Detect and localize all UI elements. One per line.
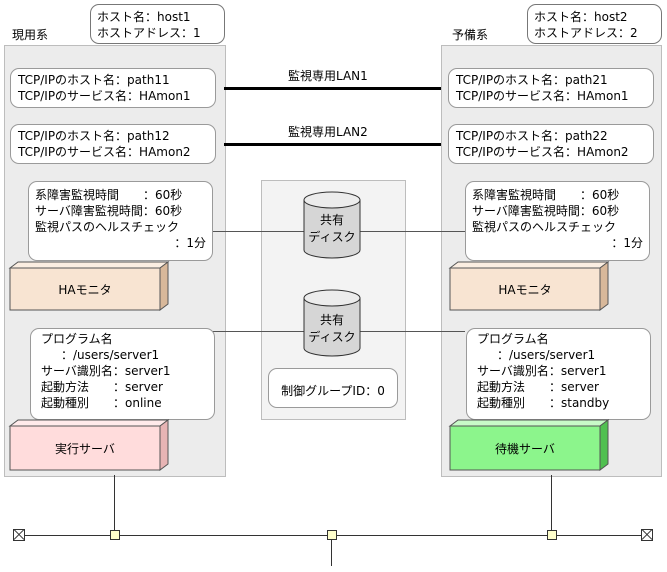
standby-hamonitor-label: HAモニタ — [498, 283, 552, 297]
start-method: 起動方法 ：server — [477, 380, 599, 394]
primary-hamonitor-label: HAモニタ — [58, 283, 112, 297]
standby-server-label: 待機サーバ — [495, 442, 555, 456]
shared-disk-2-label-1: 共有 — [319, 313, 344, 327]
server-id: サーバ識別名：server1 — [477, 364, 607, 378]
start-method: 起動方法 ：server — [41, 380, 163, 394]
standby-drop-line — [551, 475, 552, 530]
tcp-host: TCP/IPのホスト名：path21 — [456, 73, 608, 87]
host-name: ホスト名：host1 — [97, 10, 191, 24]
control-group-id: 制御グループID：0 — [281, 384, 385, 398]
primary-drop-line — [114, 475, 115, 530]
standby-host-card: ホスト名：host2 ホストアドレス：2 — [527, 4, 662, 44]
center-drop-line — [331, 540, 332, 566]
primary-program-card: プログラム名 ：/users/server1 サーバ識別名：server1 起動… — [30, 328, 215, 420]
primary-system-label: 現用系 — [12, 28, 49, 42]
start-type: 起動種別 ：online — [41, 396, 162, 410]
tcp-service: TCP/IPのサービス名：HAmon1 — [456, 89, 629, 103]
program-name-label: プログラム名 — [477, 332, 549, 346]
tcp-host: TCP/IPのホスト名：path22 — [456, 129, 608, 143]
program-name-label: プログラム名 — [41, 332, 113, 346]
lan1-label: 監視専用LAN1 — [288, 69, 368, 83]
health-check-label: 監視パスのヘルスチェック — [35, 220, 180, 234]
standby-server-box — [448, 419, 610, 471]
lan2-label: 監視専用LAN2 — [288, 125, 368, 139]
standby-hamonitor-box — [448, 261, 610, 311]
network-node-primary-icon — [110, 530, 120, 540]
disk2-link-right — [360, 331, 465, 332]
health-check-label: 監視パスのヘルスチェック — [472, 220, 617, 234]
tcp-service: TCP/IPのサービス名：HAmon1 — [18, 89, 191, 103]
network-terminator-right-icon — [641, 529, 653, 541]
disk1-link-right — [360, 231, 465, 232]
host-address: ホストアドレス：1 — [97, 26, 201, 40]
lan2-line — [224, 143, 441, 146]
primary-tcp-card-2: TCP/IPのホスト名：path12 TCP/IPのサービス名：HAmon2 — [10, 124, 216, 164]
server-id: サーバ識別名：server1 — [41, 364, 171, 378]
active-server-box — [8, 419, 170, 471]
shared-disk-2-icon — [303, 289, 361, 357]
primary-tcp-card-1: TCP/IPのホスト名：path11 TCP/IPのサービス名：HAmon1 — [10, 68, 216, 108]
network-terminator-left-icon — [13, 529, 25, 541]
standby-program-card: プログラム名 ：/users/server1 サーバ識別名：server1 起動… — [466, 328, 651, 420]
program-name-value: ：/users/server1 — [61, 348, 160, 362]
start-type: 起動種別 ：standby — [477, 396, 610, 410]
server-failure-monitor-time: サーバ障害監視時間：60秒 — [472, 204, 620, 218]
disk1-link-left — [213, 231, 305, 232]
active-server-label: 実行サーバ — [55, 442, 115, 456]
program-name-value: ：/users/server1 — [497, 348, 596, 362]
host-name: ホスト名：host2 — [534, 10, 628, 24]
shared-disk-2-label-2: ディスク — [308, 330, 356, 344]
shared-disk-1-label-2: ディスク — [308, 230, 356, 244]
tcp-host: TCP/IPのホスト名：path11 — [18, 73, 170, 87]
standby-tcp-card-2: TCP/IPのホスト名：path22 TCP/IPのサービス名：HAmon2 — [448, 124, 654, 164]
health-check-value: ：1分 — [174, 236, 206, 250]
primary-hamonitor-box — [8, 261, 170, 311]
primary-monitor-card: 系障害監視時間 ：60秒 サーバ障害監視時間：60秒 監視パスのヘルスチェック … — [28, 181, 213, 261]
shared-disk-1-label-1: 共有 — [319, 213, 344, 227]
system-failure-monitor-time: 系障害監視時間 ：60秒 — [472, 188, 620, 202]
tcp-host: TCP/IPのホスト名：path12 — [18, 129, 170, 143]
tcp-service: TCP/IPのサービス名：HAmon2 — [456, 145, 629, 159]
server-failure-monitor-time: サーバ障害監視時間：60秒 — [35, 204, 183, 218]
standby-system-label: 予備系 — [452, 28, 489, 42]
standby-tcp-card-1: TCP/IPのホスト名：path21 TCP/IPのサービス名：HAmon1 — [448, 68, 654, 108]
disk2-link-left — [213, 331, 305, 332]
primary-host-card: ホスト名：host1 ホストアドレス：1 — [90, 4, 225, 44]
standby-monitor-card: 系障害監視時間 ：60秒 サーバ障害監視時間：60秒 監視パスのヘルスチェック … — [465, 181, 650, 261]
lan1-line — [224, 87, 441, 90]
control-group-card: 制御グループID：0 — [268, 368, 398, 408]
network-node-center-icon — [327, 530, 337, 540]
tcp-service: TCP/IPのサービス名：HAmon2 — [18, 145, 191, 159]
network-node-standby-icon — [547, 530, 557, 540]
system-failure-monitor-time: 系障害監視時間 ：60秒 — [35, 188, 183, 202]
health-check-value: ：1分 — [611, 236, 643, 250]
shared-disk-1-icon — [303, 191, 361, 259]
host-address: ホストアドレス：2 — [534, 26, 638, 40]
